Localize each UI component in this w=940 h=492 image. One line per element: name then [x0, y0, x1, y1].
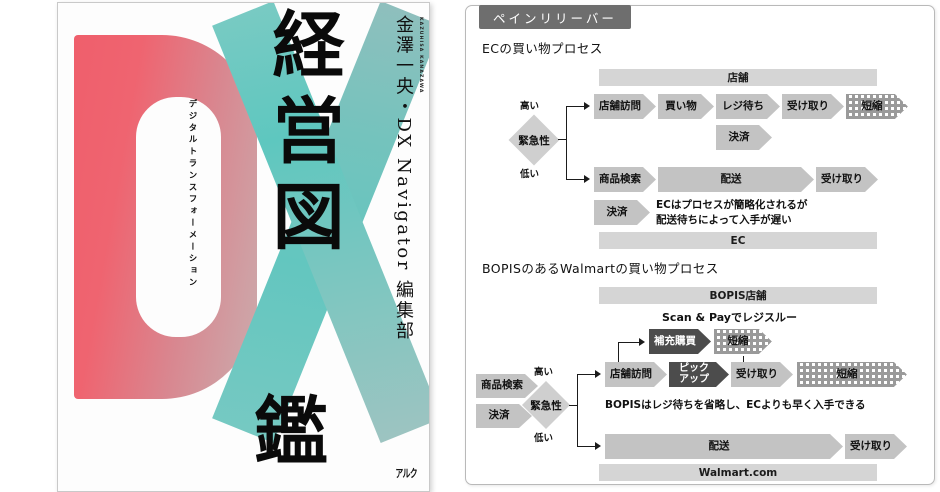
bopis-low-label: 低い	[534, 433, 554, 444]
ec-section-title: ECの買い物プロセス	[482, 41, 603, 56]
bopis-urgency-label: 緊急性	[530, 399, 562, 412]
bopis-step-product-search: 商品検索	[476, 374, 538, 398]
ec-branch-stub	[558, 139, 566, 141]
bopis-branch-stub	[569, 405, 577, 407]
ec-step-shorten-ghost: 短縮	[846, 94, 908, 119]
ec-step-product-search: 商品検索	[594, 167, 656, 192]
bopis-step-delivery: 配送	[605, 434, 843, 459]
ec-branch-high-arrow	[584, 102, 590, 110]
ec-branch-low	[566, 179, 585, 181]
panel-tab-label: ペインリリーバー	[479, 5, 631, 29]
book-title-last-char: 鑑	[254, 389, 328, 475]
book-title-main: 経営図	[260, 7, 345, 265]
bopis-note: BOPISはレジ待ちを省略し、ECよりも早く入手できる	[605, 399, 866, 411]
ec-urgency-label: 緊急性	[518, 134, 550, 147]
ec-note: ECはプロセスが簡略化されるが 配送待ちによって入手が遅い	[656, 199, 808, 226]
letter-d-shape	[74, 35, 257, 399]
bopis-branch-high-arrow	[595, 370, 601, 378]
bopis-step-payment: 決済	[476, 404, 532, 428]
ec-branch-spine	[566, 106, 568, 180]
ec-channel-bar-store: 店舗	[599, 69, 877, 86]
ec-step-shopping: 買い物	[658, 94, 714, 119]
ec-step-delivery: 配送	[658, 167, 814, 192]
bopis-branch-low	[577, 446, 596, 448]
book-cover: デジタルトランスフォーメーション 経営図 鑑 金澤一央・DX Navigator…	[57, 2, 430, 492]
ec-low-label: 低い	[520, 169, 540, 180]
ec-step-receive: 受け取り	[816, 167, 878, 192]
bopis-channel-bar-store: BOPIS店舗	[599, 287, 877, 304]
bopis-step-pickup: ピックアップ	[669, 362, 729, 387]
ec-step-checkout-wait: レジ待ち	[716, 94, 780, 119]
bopis-channel-bar-walmart: Walmart.com	[599, 464, 877, 481]
bopis-replenish-link	[618, 342, 640, 344]
ec-channel-bar-ec: EC	[599, 232, 877, 249]
book-author: 金澤一央・DX Navigator 編集部	[393, 15, 414, 342]
bopis-step-replenish: 補充購買	[649, 329, 711, 354]
ec-step-payment-high: 決済	[716, 125, 772, 150]
ec-branch-low-arrow	[584, 175, 590, 183]
bopis-high-label: 高い	[534, 367, 554, 378]
book-subtitle-vertical: デジタルトランスフォーメーション	[187, 99, 197, 290]
book-author-romaji: KAZUHISA KANAZAWA	[418, 17, 423, 94]
bopis-step-store-visit: 店舗訪問	[605, 362, 667, 387]
ec-high-label: 高い	[520, 101, 540, 112]
bopis-scanpay-caption: Scan & Payでレジスルー	[662, 311, 797, 324]
bopis-replenish-arrow	[639, 338, 645, 346]
bopis-step-delivery-receive: 受け取り	[845, 434, 907, 459]
letter-d-counter	[136, 97, 221, 337]
bopis-step-replenish-shorten-ghost: 短縮	[714, 329, 772, 354]
ec-step-pickup: 受け取り	[782, 94, 844, 119]
bopis-branch-high	[577, 374, 596, 376]
bopis-branch-spine	[577, 374, 579, 447]
ec-step-payment-low: 決済	[594, 200, 650, 225]
bopis-step-receive: 受け取り	[731, 362, 793, 387]
ec-step-store-visit: 店舗訪問	[594, 94, 656, 119]
bopis-step-shorten-ghost: 短縮	[797, 362, 907, 387]
diagram-panel: ペインリリーバー ECの買い物プロセス 店舗 緊急性 高い 低い 店舗訪問 買い…	[465, 5, 935, 485]
bopis-branch-low-arrow	[595, 442, 601, 450]
bopis-section-title: BOPISのあるWalmartの買い物プロセス	[482, 261, 719, 276]
book-publisher-logo: アルク	[395, 467, 417, 480]
ec-branch-high	[566, 106, 585, 108]
